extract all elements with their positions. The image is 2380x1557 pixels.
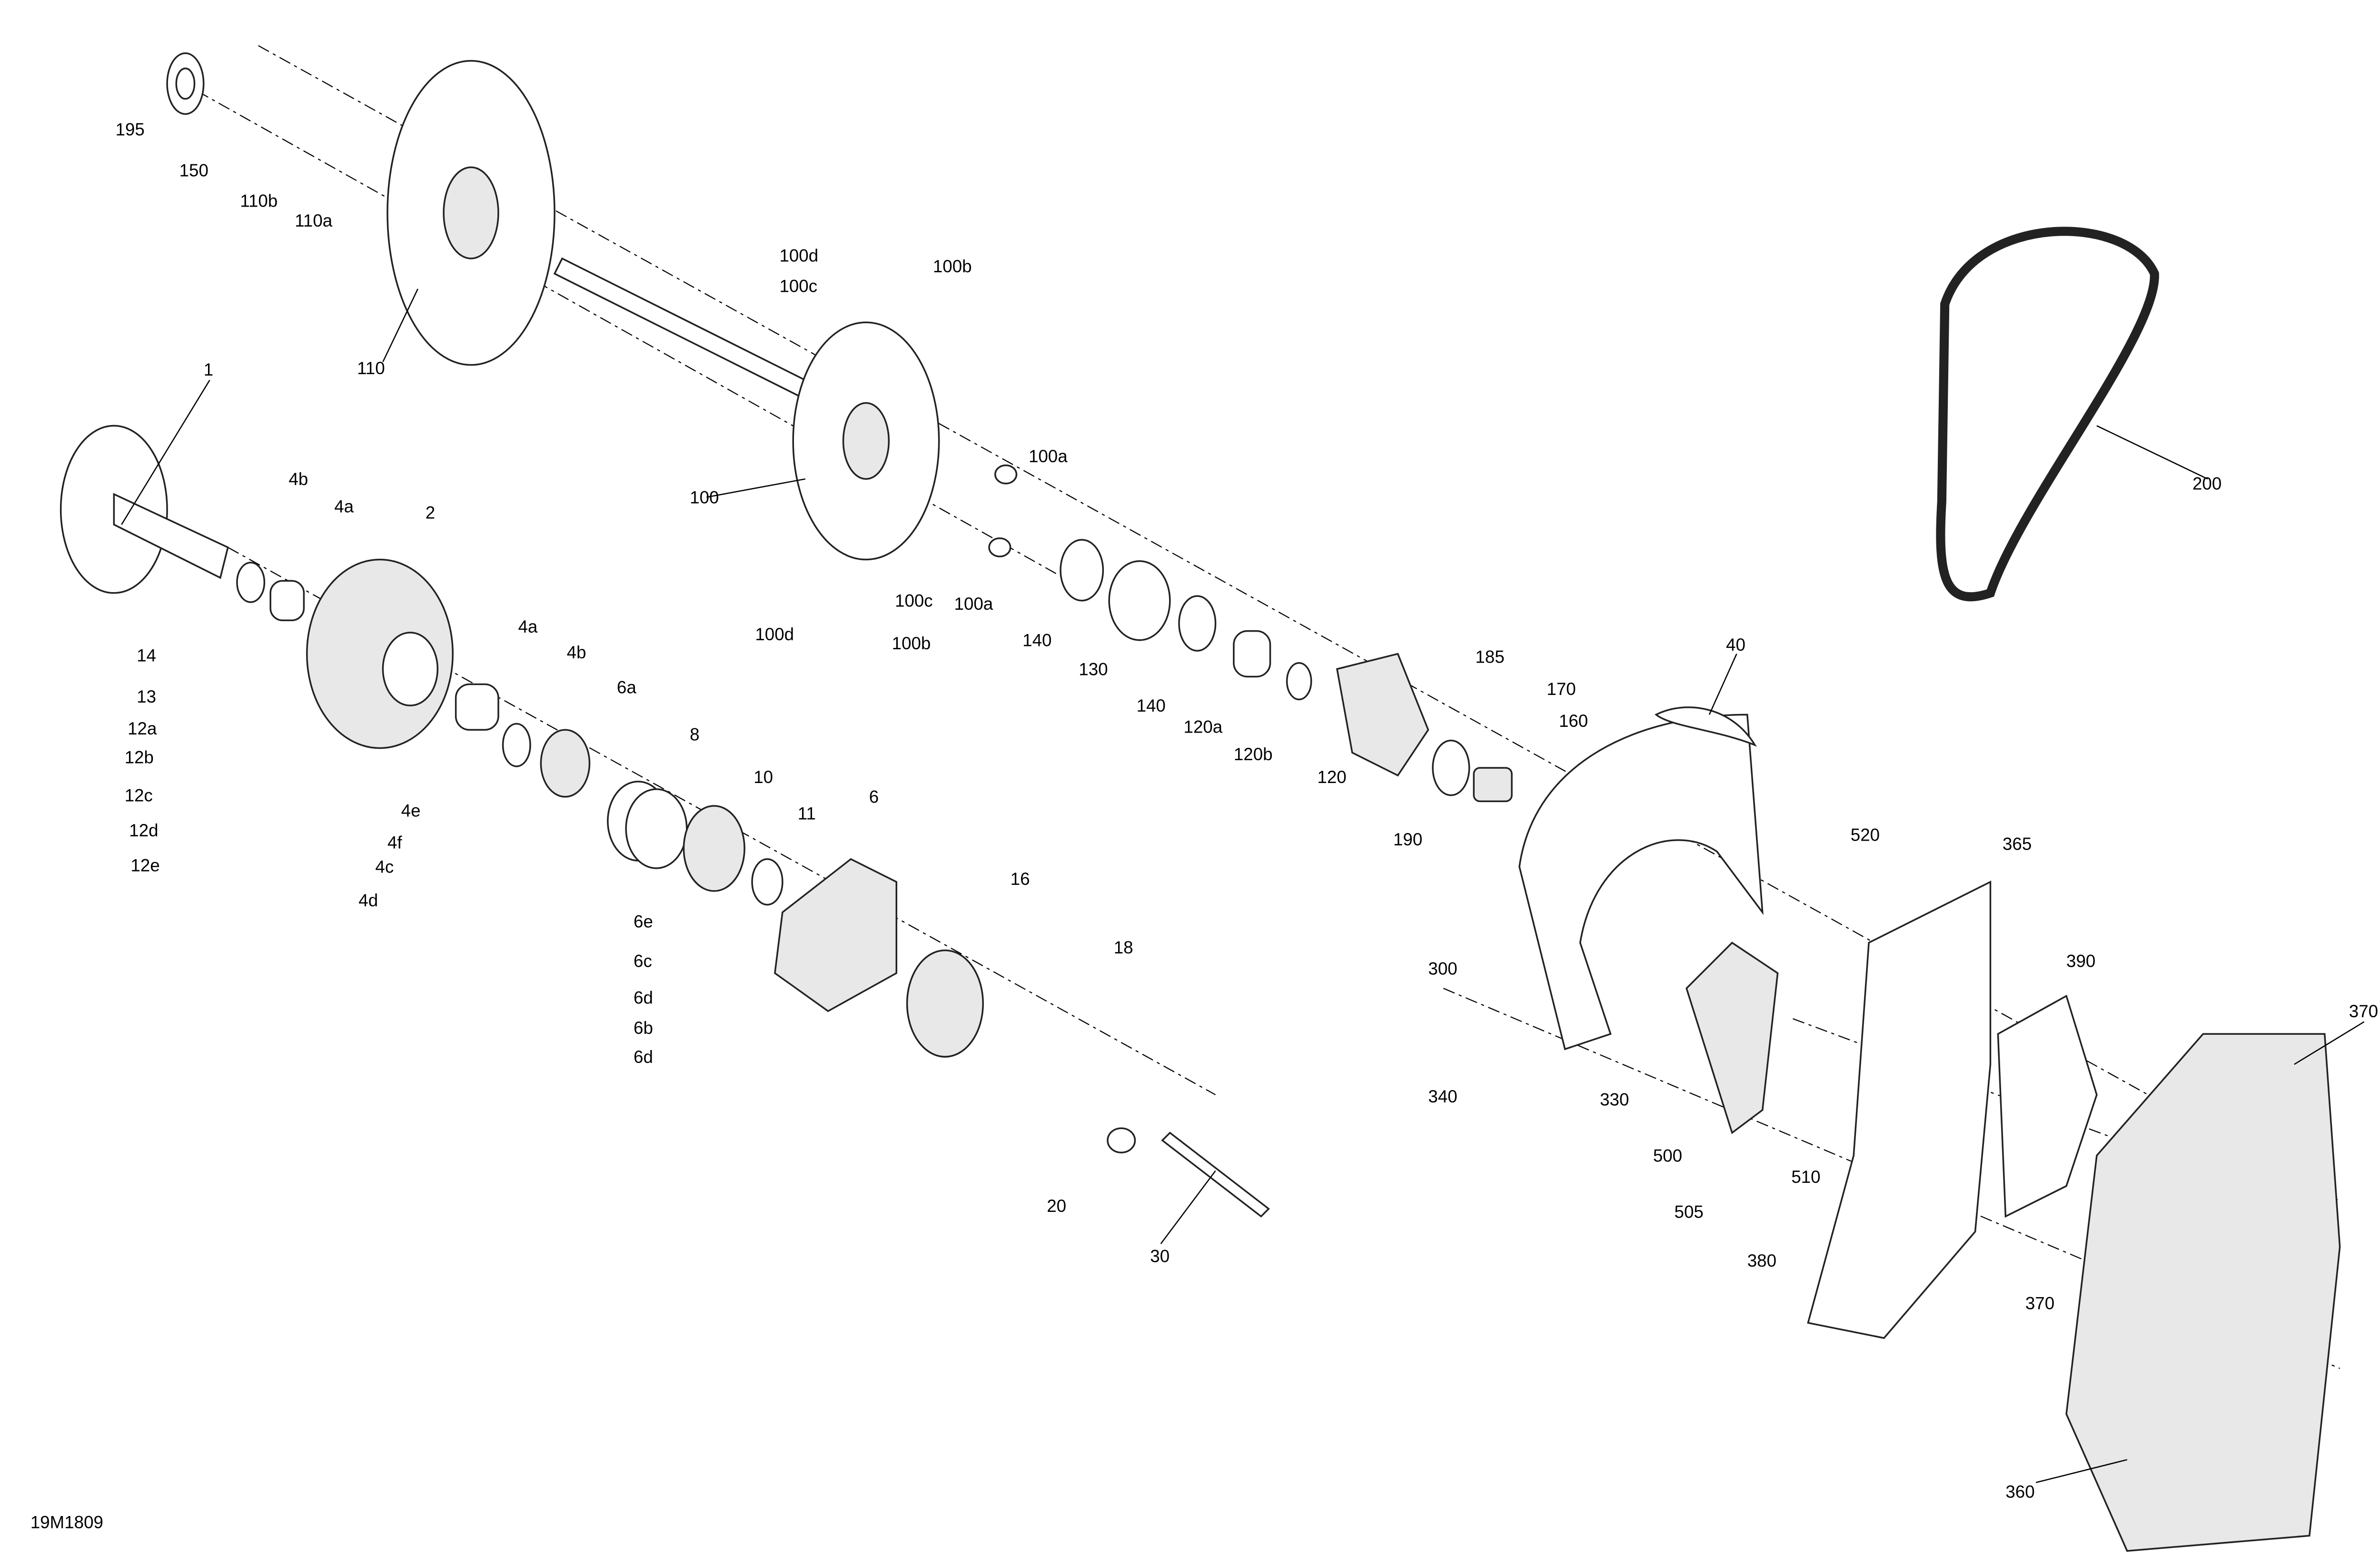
callout-4a: 4a (518, 617, 537, 636)
cap-part-16 (906, 949, 984, 1058)
belt-part-200 (1936, 227, 2159, 602)
callout-100a: 100a (1029, 446, 1068, 466)
callout-330: 330 (1600, 1090, 1629, 1109)
cover-part-365 (1807, 880, 1992, 1339)
callout-2: 2 (426, 503, 435, 522)
cover-part-390 (1997, 994, 2098, 1218)
callout-4c: 4c (375, 857, 394, 877)
callout-100d: 100d (779, 246, 818, 265)
bracket-part-500 (1686, 942, 1779, 1134)
callout-185: 185 (1475, 647, 1504, 667)
callout-380: 380 (1747, 1251, 1776, 1270)
callout-40: 40 (1726, 635, 1745, 655)
callout-6d: 6d (634, 988, 653, 1007)
callout-4a: 4a (334, 496, 354, 516)
callout-120a: 120a (1184, 717, 1223, 737)
callout-labels: 195 150 110b 110a 110 1 4b 4a 2 100d 100… (30, 119, 2378, 1532)
spring-part-130 (1108, 560, 1171, 641)
callout-8: 8 (690, 725, 699, 744)
drawing-id: 19M1809 (30, 1512, 103, 1532)
ring-part-6a (540, 729, 591, 798)
callout-140: 140 (1022, 631, 1051, 650)
callout-200: 200 (2192, 474, 2221, 494)
callout-18: 18 (1114, 938, 1133, 957)
cam-part-120 (1336, 653, 1429, 777)
callout-12c: 12c (125, 785, 153, 805)
bolt-part-30 (1161, 1131, 1270, 1218)
callout-20: 20 (1047, 1196, 1066, 1216)
callout-4f: 4f (387, 833, 402, 852)
callout-340: 340 (1428, 1087, 1457, 1106)
callout-120b: 120b (1234, 744, 1273, 764)
callout-370: 370 (2025, 1293, 2054, 1313)
callout-4b: 4b (567, 643, 586, 662)
callout-140: 140 (1137, 696, 1166, 715)
callout-12b: 12b (125, 748, 154, 767)
callout-190: 190 (1393, 830, 1422, 849)
callout-150: 150 (179, 161, 208, 180)
callout-10: 10 (754, 767, 773, 787)
callout-11: 11 (798, 804, 816, 823)
callout-510: 510 (1791, 1167, 1820, 1187)
callout-30: 30 (1150, 1246, 1170, 1266)
callout-13: 13 (137, 687, 156, 706)
callout-160: 160 (1559, 711, 1588, 731)
bearing-part-10 (683, 805, 745, 892)
callout-6d: 6d (634, 1047, 653, 1067)
callout-100b: 100b (892, 634, 931, 653)
callout-110: 110 (357, 358, 385, 378)
callout-100c: 100c (779, 276, 817, 296)
callout-300: 300 (1428, 959, 1457, 979)
callout-100a: 100a (954, 594, 993, 614)
callout-6: 6 (869, 787, 879, 807)
callout-500: 500 (1653, 1146, 1682, 1165)
callout-170: 170 (1547, 679, 1576, 699)
callout-12a: 12a (128, 719, 157, 738)
ring-part-140 (1060, 539, 1104, 602)
callout-520: 520 (1851, 825, 1880, 844)
callout-130: 130 (1079, 659, 1108, 679)
callout-6e: 6e (634, 912, 653, 932)
callout-100b: 100b (933, 257, 972, 276)
callout-100c: 100c (895, 591, 933, 611)
callout-14: 14 (137, 646, 156, 665)
callout-4d: 4d (358, 891, 378, 910)
ring-part-4b (236, 562, 266, 603)
leader-lines (121, 288, 2365, 1483)
callout-12d: 12d (129, 821, 158, 840)
callout-110b: 110b (240, 191, 278, 210)
spider-part-6 (774, 858, 898, 1012)
callout-120: 120 (1317, 767, 1346, 787)
callout-390: 390 (2066, 952, 2095, 971)
bushing-part-4a (269, 580, 305, 622)
callout-505: 505 (1675, 1202, 1704, 1222)
callout-4e: 4e (401, 801, 421, 820)
callout-110a: 110a (295, 211, 333, 230)
callout-12e: 12e (131, 855, 160, 875)
callout-1: 1 (204, 360, 213, 379)
callout-16: 16 (1011, 869, 1030, 889)
parts (60, 52, 2341, 1552)
callout-6b: 6b (634, 1018, 653, 1038)
callout-6c: 6c (634, 952, 652, 971)
callout-370: 370 (2349, 1002, 2378, 1021)
callout-100: 100 (690, 487, 719, 507)
guard-part-300 (1518, 714, 1764, 1051)
callout-360: 360 (2005, 1482, 2034, 1501)
callout-6a: 6a (617, 678, 636, 697)
callout-4b: 4b (288, 469, 308, 489)
callout-365: 365 (2003, 834, 2032, 854)
callout-100d: 100d (755, 625, 794, 644)
callout-195: 195 (116, 119, 145, 139)
cover-part-360 (2065, 1033, 2341, 1552)
